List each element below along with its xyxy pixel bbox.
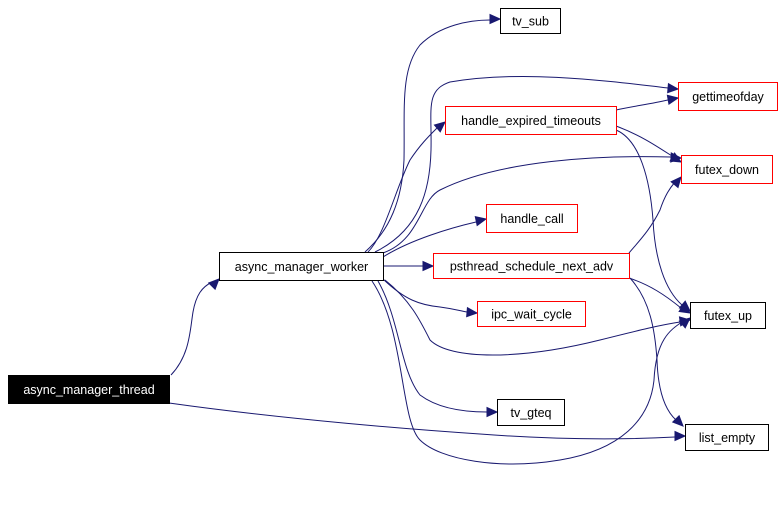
node-label: tv_sub bbox=[512, 15, 549, 29]
edge-line bbox=[615, 125, 673, 157]
edge-async-manager-worker-to-psthread-schedule-next-adv bbox=[384, 260, 435, 272]
node-box bbox=[678, 82, 778, 111]
edge-line bbox=[364, 19, 491, 253]
edge-handle-expired-timeouts-to-gettimeofday bbox=[615, 94, 680, 111]
node-label: futex_down bbox=[695, 163, 759, 177]
edge-line bbox=[628, 181, 676, 254]
node-list-empty[interactable]: list_empty bbox=[685, 424, 769, 451]
node-label: tv_gteq bbox=[510, 406, 551, 420]
node-gettimeofday[interactable]: gettimeofday bbox=[678, 82, 778, 111]
edge-async-manager-worker-to-ipc-wait-cycle bbox=[382, 278, 479, 318]
arrowhead-icon bbox=[674, 430, 687, 442]
node-async-manager-worker[interactable]: async_manager_worker bbox=[219, 252, 384, 281]
edge-handle-expired-timeouts-to-futex-down bbox=[615, 125, 683, 163]
edge-line bbox=[374, 75, 669, 253]
edge-line bbox=[170, 281, 213, 376]
arrowhead-icon bbox=[466, 306, 479, 318]
edge-line bbox=[615, 129, 683, 306]
node-box bbox=[445, 106, 617, 135]
edge-line bbox=[371, 280, 683, 465]
node-futex-down[interactable]: futex_down bbox=[681, 155, 773, 184]
node-box bbox=[477, 301, 586, 327]
arrowhead-icon bbox=[489, 13, 502, 25]
edge-async-manager-worker-to-gettimeofday bbox=[374, 75, 680, 253]
node-label: gettimeofday bbox=[692, 90, 764, 104]
edge-line bbox=[382, 278, 468, 313]
edge-async-manager-worker-to-futex-down bbox=[382, 152, 683, 254]
nodes-layer: async_manager_thread async_manager_worker… bbox=[8, 8, 778, 451]
edges-layer bbox=[168, 13, 692, 465]
node-box bbox=[497, 399, 565, 426]
node-label: list_empty bbox=[699, 431, 756, 445]
node-label: async_manager_thread bbox=[23, 383, 154, 397]
node-futex-up[interactable]: futex_up bbox=[690, 302, 766, 329]
node-box bbox=[500, 8, 561, 34]
arrowhead-icon bbox=[678, 302, 692, 314]
node-handle-expired-timeouts[interactable]: handle_expired_timeouts bbox=[445, 106, 617, 135]
edge-line bbox=[367, 127, 438, 253]
edge-psthread-schedule-next-adv-to-futex-down bbox=[628, 176, 682, 254]
node-box bbox=[486, 204, 578, 233]
node-async-manager-thread: async_manager_thread bbox=[8, 375, 170, 404]
edge-psthread-schedule-next-adv-to-list-empty bbox=[629, 277, 684, 427]
edge-async-manager-worker-to-list-empty bbox=[371, 280, 691, 465]
edge-line bbox=[384, 279, 681, 356]
arrowhead-icon bbox=[669, 152, 683, 163]
node-box bbox=[681, 155, 773, 184]
edge-line bbox=[628, 277, 682, 309]
edge-line bbox=[377, 280, 488, 413]
arrowhead-icon bbox=[670, 176, 682, 189]
edge-async-manager-worker-to-handle-call bbox=[382, 216, 488, 258]
node-label: async_manager_worker bbox=[235, 260, 368, 274]
edge-line bbox=[382, 221, 477, 258]
edge-async-manager-worker-to-tv-gteq bbox=[377, 280, 499, 418]
arrowhead-icon bbox=[671, 414, 684, 427]
arrowhead-icon bbox=[678, 317, 691, 329]
arrowhead-icon bbox=[207, 278, 220, 291]
arrowhead-icon bbox=[422, 260, 435, 272]
arrowhead-icon bbox=[474, 216, 488, 227]
node-box bbox=[433, 253, 630, 279]
node-box bbox=[690, 302, 766, 329]
node-label: futex_up bbox=[704, 309, 752, 323]
edge-async-manager-thread-to-async-manager-worker bbox=[170, 278, 220, 376]
arrowhead-icon bbox=[666, 94, 680, 106]
node-psthread-schedule-next-adv[interactable]: psthread_schedule_next_adv bbox=[433, 253, 630, 279]
node-label: psthread_schedule_next_adv bbox=[450, 260, 614, 274]
arrowhead-icon bbox=[433, 121, 446, 133]
node-ipc-wait-cycle[interactable]: ipc_wait_cycle bbox=[477, 301, 586, 327]
node-handle-call[interactable]: handle_call bbox=[486, 204, 578, 233]
node-tv-sub[interactable]: tv_sub bbox=[500, 8, 561, 34]
node-tv-gteq[interactable]: tv_gteq bbox=[497, 399, 565, 426]
edge-async-manager-worker-to-handle-expired-timeouts bbox=[367, 121, 446, 253]
node-label: ipc_wait_cycle bbox=[491, 308, 572, 322]
edge-line bbox=[382, 156, 672, 254]
arrowhead-icon bbox=[486, 406, 499, 418]
node-box bbox=[8, 375, 170, 404]
node-label: handle_expired_timeouts bbox=[461, 114, 601, 128]
arrowhead-icon bbox=[667, 82, 680, 94]
node-box bbox=[219, 252, 384, 281]
edge-line bbox=[615, 99, 669, 111]
edge-async-manager-thread-to-list-empty bbox=[168, 402, 687, 442]
node-box bbox=[685, 424, 769, 451]
node-label: handle_call bbox=[500, 212, 563, 226]
edge-async-manager-worker-to-tv-sub bbox=[364, 13, 502, 253]
edge-psthread-schedule-next-adv-to-futex-up bbox=[628, 277, 692, 314]
edge-line bbox=[629, 277, 677, 421]
edge-line bbox=[168, 402, 676, 440]
